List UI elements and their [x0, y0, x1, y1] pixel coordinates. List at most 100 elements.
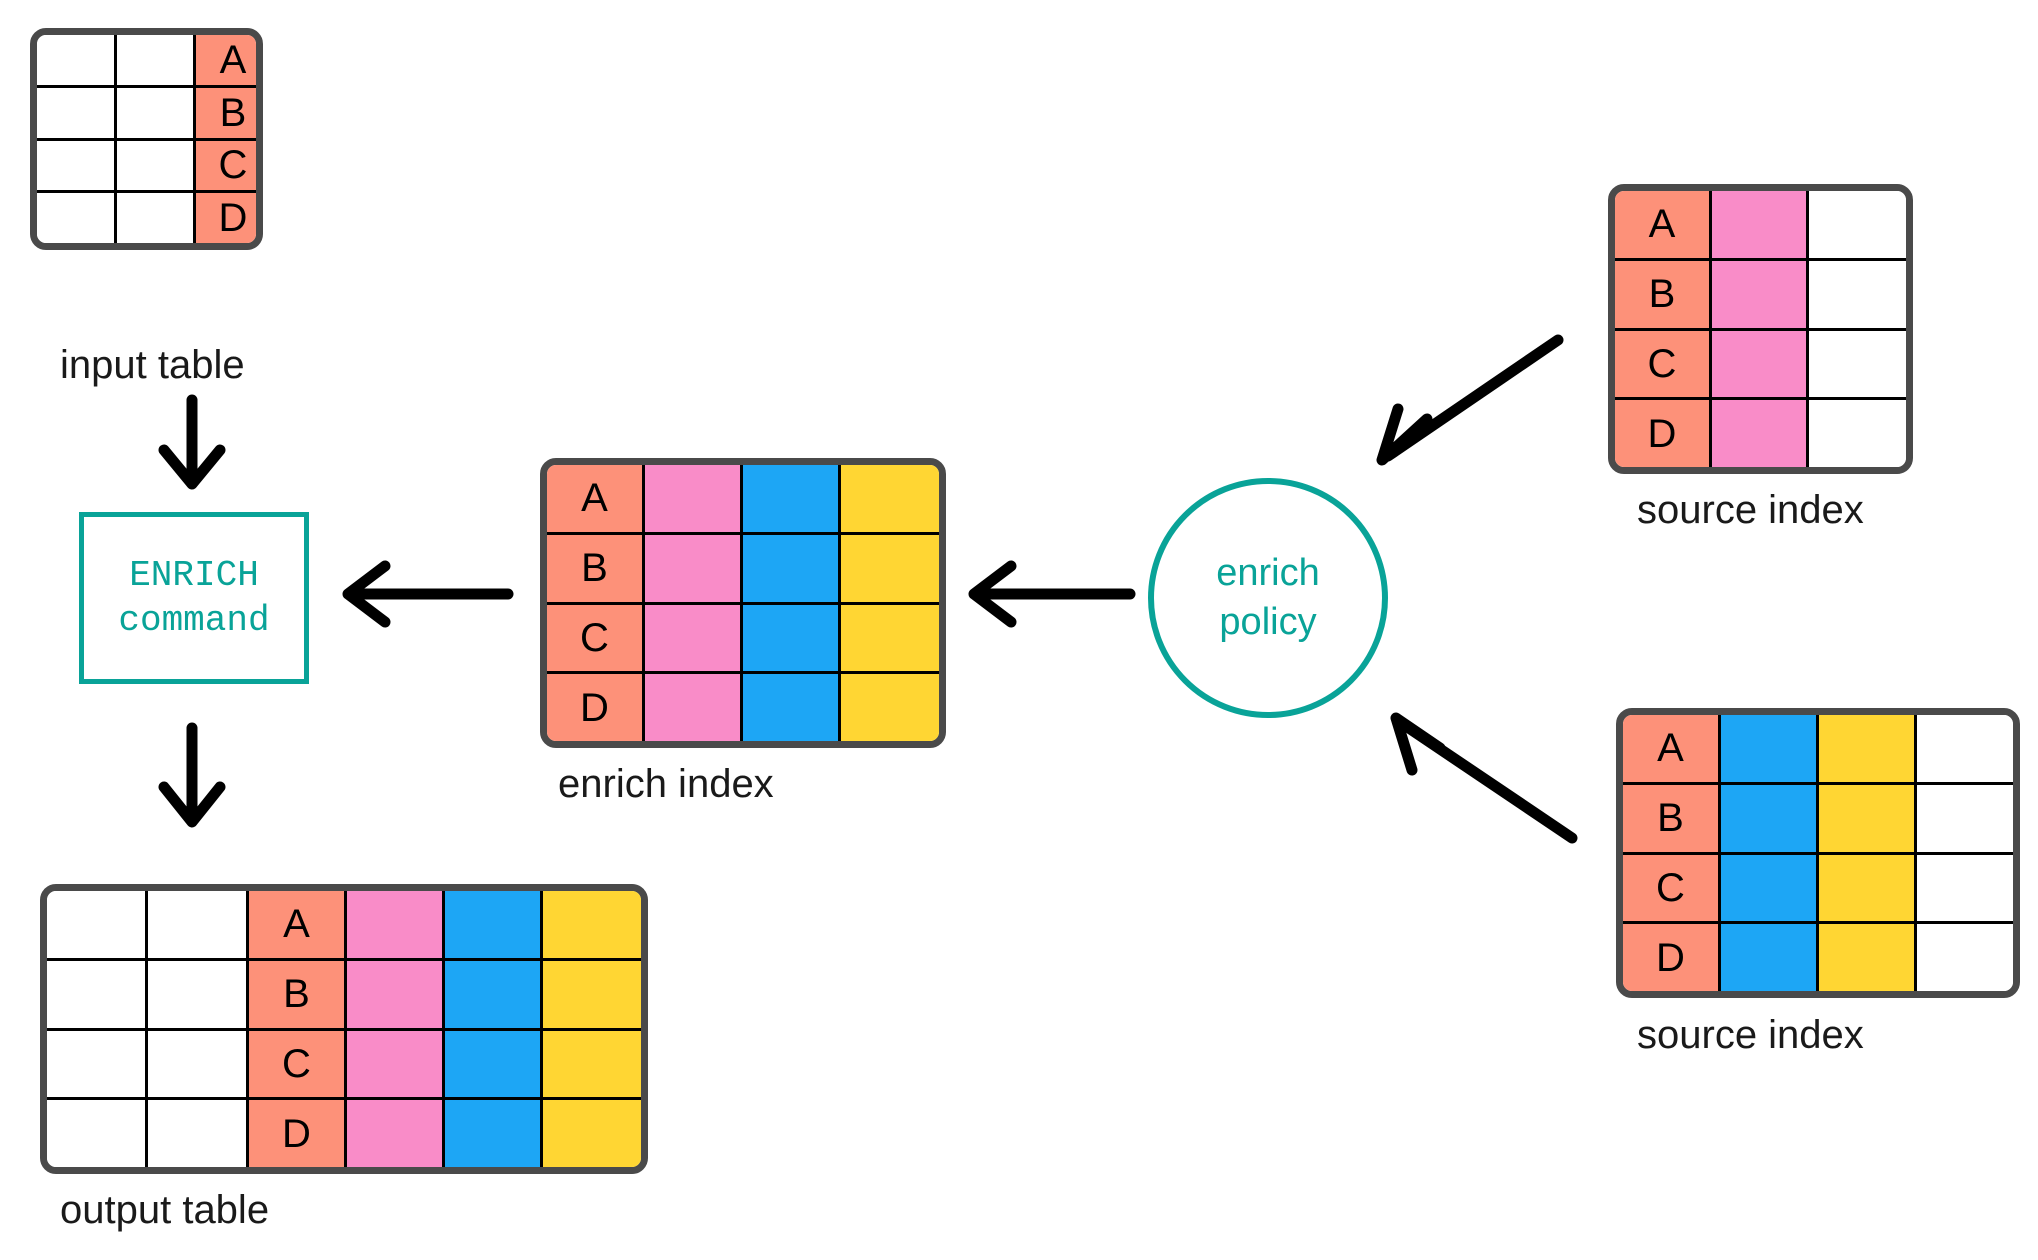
table-cell	[47, 891, 148, 958]
table-row: B	[1623, 784, 2013, 855]
table-cell	[645, 674, 743, 741]
table-cell	[1809, 191, 1906, 258]
table-cell	[445, 1100, 543, 1167]
table-cell	[445, 891, 543, 958]
table-cell	[148, 891, 249, 958]
table-cell-key: B	[249, 960, 347, 1028]
table-cell	[1712, 330, 1809, 398]
table-row: A	[547, 465, 939, 535]
table-cell	[37, 140, 117, 191]
table-cell	[743, 674, 841, 741]
table-cell-key: C	[196, 140, 256, 191]
table-cell	[645, 534, 743, 602]
table-cell	[841, 674, 939, 741]
enrich-index-caption: enrich index	[558, 762, 774, 806]
table-cell-key: D	[196, 193, 256, 243]
arrow-source-index-top-to-enrich-policy	[1376, 334, 1564, 466]
table-cell	[1917, 715, 2013, 782]
table-row: A	[47, 891, 641, 961]
input-table-caption: input table	[60, 343, 245, 387]
table-cell	[117, 35, 196, 85]
enrich-command-line-2: command	[118, 600, 270, 641]
table-row: C	[1623, 854, 2013, 925]
table-row: D	[37, 193, 256, 243]
table-cell	[1712, 260, 1809, 328]
table-cell	[347, 891, 445, 958]
table-row: B	[547, 534, 939, 605]
table-row: D	[547, 674, 939, 741]
output-table-caption: output table	[60, 1188, 270, 1232]
table-row: A	[1615, 191, 1906, 261]
enrich-policy-line-2: policy	[1219, 601, 1317, 643]
table-cell-key: A	[249, 891, 347, 958]
table-cell	[1819, 924, 1917, 991]
table-cell	[1819, 784, 1917, 852]
table-cell	[1712, 400, 1809, 467]
table-cell	[47, 1100, 148, 1167]
table-cell	[37, 87, 117, 138]
table-cell	[347, 960, 445, 1028]
table-cell	[543, 1030, 641, 1098]
table-cell	[543, 891, 641, 958]
table-cell	[47, 960, 148, 1028]
table-cell-key: C	[1615, 330, 1712, 398]
table-cell-key: A	[196, 35, 256, 85]
table-cell	[117, 87, 196, 138]
table-cell-key: C	[1623, 854, 1721, 922]
table-cell	[148, 1030, 249, 1098]
table-row: A	[1623, 715, 2013, 785]
table-cell	[347, 1100, 445, 1167]
table-cell	[445, 960, 543, 1028]
table-cell-key: A	[1623, 715, 1721, 782]
table-cell	[743, 534, 841, 602]
table-cell-key: A	[1615, 191, 1712, 258]
table-cell	[47, 1030, 148, 1098]
table-cell	[1721, 924, 1819, 991]
arrow-enrich-command-to-output-table	[158, 722, 226, 828]
table-cell	[37, 35, 117, 85]
table-cell	[1712, 191, 1809, 258]
table-cell	[1917, 784, 2013, 852]
table-row: B	[47, 960, 641, 1031]
enrich-policy-line-1: enrich	[1216, 551, 1320, 594]
arrow-enrich-policy-to-enrich-index	[968, 560, 1136, 628]
table-row: B	[37, 87, 256, 141]
table-cell	[148, 1100, 249, 1167]
table-cell	[1809, 330, 1906, 398]
table-row: D	[1615, 400, 1906, 467]
table-cell	[743, 465, 841, 532]
table-row: C	[37, 140, 256, 194]
table-cell	[37, 193, 117, 243]
table-cell	[1819, 715, 1917, 782]
enrich-command-box[interactable]: ENRICH command	[79, 512, 309, 684]
enrich-policy-circle[interactable]: enrich policy	[1148, 478, 1388, 718]
table-cell-key: B	[547, 534, 645, 602]
table-cell	[841, 465, 939, 532]
source-index-top-caption: source index	[1637, 488, 1864, 532]
table-cell	[117, 193, 196, 243]
table-cell	[645, 465, 743, 532]
table-cell	[148, 960, 249, 1028]
table-cell-key: D	[1615, 400, 1712, 467]
table-cell-key: B	[1615, 260, 1712, 328]
arrow-input-table-to-enrich-command	[158, 394, 226, 490]
table-row: D	[1623, 924, 2013, 991]
table-cell	[1721, 715, 1819, 782]
table-cell	[1809, 400, 1906, 467]
table-cell	[445, 1030, 543, 1098]
table-cell	[1917, 924, 2013, 991]
table-row: C	[1615, 330, 1906, 401]
table-cell	[1917, 854, 2013, 922]
table-cell-key: D	[1623, 924, 1721, 991]
table-cell-key: D	[547, 674, 645, 741]
table-cell	[1819, 854, 1917, 922]
